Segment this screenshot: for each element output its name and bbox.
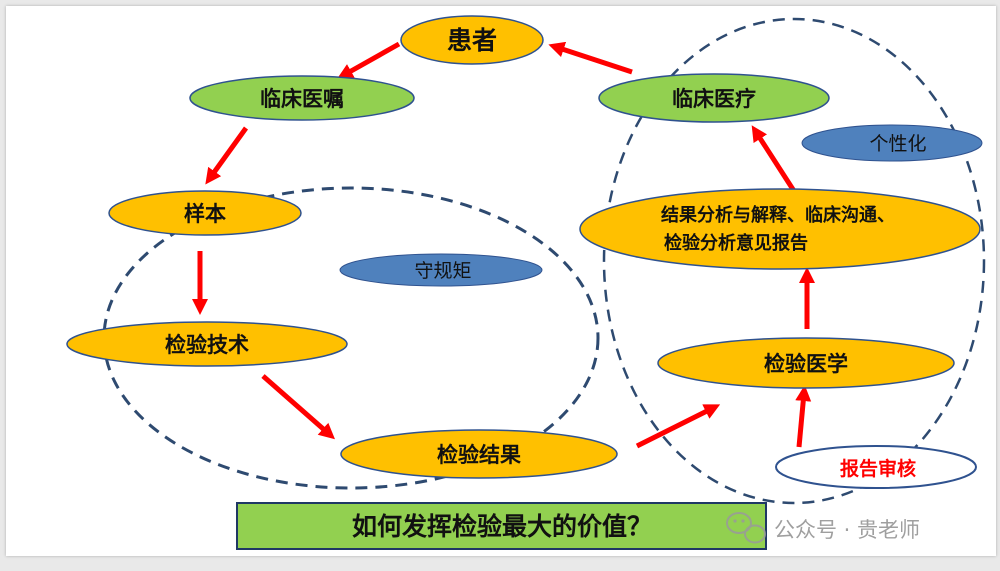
slide: 患者 临床医嘱 样本 检验技术 检验结果 检验医学 结果分析与解释、临床沟通、 … xyxy=(6,6,996,556)
question-banner: 如何发挥检验最大的价值？ xyxy=(236,502,767,550)
node-report-audit: 报告审核 xyxy=(775,445,977,489)
node-report-audit-label: 报告审核 xyxy=(840,457,916,480)
node-lab-technique-label: 检验技术 xyxy=(165,332,249,357)
node-clinical-order-label: 临床医嘱 xyxy=(260,86,344,111)
node-lab-medicine: 检验医学 xyxy=(657,337,955,389)
node-analysis-report: 结果分析与解释、临床沟通、 检验分析意见报告 xyxy=(579,188,981,270)
node-patient: 患者 xyxy=(400,15,544,65)
arrow-patient-to-order xyxy=(337,41,401,79)
watermark-text: 公众号 · 贵老师 xyxy=(774,518,920,542)
question-banner-text: 如何发挥检验最大的价值？ xyxy=(352,512,652,541)
arrow-analysis-to-clinical xyxy=(751,125,797,193)
arrow-order-to-sample xyxy=(205,126,249,185)
tag-rules-label: 守规矩 xyxy=(414,260,471,282)
node-sample-label: 样本 xyxy=(184,201,226,226)
arrow-result-to-medicine xyxy=(635,404,721,449)
tag-rules: 守规矩 xyxy=(339,253,543,287)
node-lab-medicine-label: 检验医学 xyxy=(764,351,848,376)
left-dashed-group xyxy=(102,186,600,490)
node-sample: 样本 xyxy=(108,190,302,236)
workflow-diagram: 患者 临床医嘱 样本 检验技术 检验结果 检验医学 结果分析与解释、临床沟通、 … xyxy=(66,15,986,550)
right-dashed-group xyxy=(602,17,986,505)
wechat-icon xyxy=(726,512,766,544)
node-clinical-treatment: 临床医疗 xyxy=(598,73,830,123)
node-lab-result-label: 检验结果 xyxy=(437,442,521,467)
node-lab-result: 检验结果 xyxy=(340,429,618,479)
arrow-technique-to-result xyxy=(261,374,336,440)
arrow-clinical-to-patient xyxy=(548,41,633,75)
node-analysis-line1: 结果分析与解释、临床沟通、 xyxy=(661,204,895,226)
tag-personalization: 个性化 xyxy=(801,124,983,162)
node-analysis-line2: 检验分析意见报告 xyxy=(664,232,808,254)
watermark: 公众号 · 贵老师 xyxy=(726,512,920,544)
flow-arrows xyxy=(191,41,816,449)
tag-personalization-label: 个性化 xyxy=(869,133,926,155)
node-clinical-treatment-label: 临床医疗 xyxy=(672,86,756,111)
node-lab-technique: 检验技术 xyxy=(66,321,348,367)
node-clinical-order: 临床医嘱 xyxy=(189,75,415,121)
arrow-audit-to-medicine xyxy=(795,385,812,448)
node-patient-label: 患者 xyxy=(447,26,497,55)
